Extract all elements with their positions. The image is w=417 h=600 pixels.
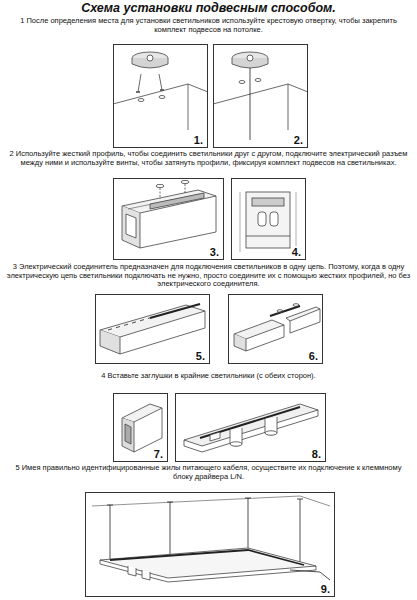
illustration-panel: 4. [231,178,306,260]
step-text: 1 После определения места для установки … [6,17,411,34]
callout-number: 3. [209,246,220,258]
illustration-panel: 2. [213,44,308,148]
illustration-panel: 7. [113,393,168,462]
illustration-panel: 1. [113,44,208,148]
callout-number: 7. [153,448,164,460]
illustration-panel: 6. [228,294,323,364]
two-lamps-joined [234,304,320,351]
illustration-panel: 5. [95,294,210,364]
ceiling-canopy-cable [213,52,308,140]
illustration-panel: 9. [85,492,335,597]
callout-number: 5. [195,350,206,362]
lamp-end-view [240,192,296,252]
callout-number: 1. [193,134,204,146]
illustration-panel: 3. [113,178,224,260]
step-text: 2 Используйте жесткий профиль, чтобы сое… [6,150,411,167]
callout-number: 2. [293,134,304,146]
suspended-installation [92,496,330,582]
page-title: Схема установки подвесным способом. [0,1,417,15]
callout-number: 8. [311,448,322,460]
end-cap [122,404,162,452]
illustration-panel: 8. [175,393,326,462]
step-text: 4 Вставьте заглушки в крайние светильник… [6,372,411,381]
ceiling-mount-screws [113,52,208,130]
profile-connection [122,180,216,248]
callout-number: 9. [320,583,331,595]
track-with-spots [184,404,318,452]
lamp-with-connector [100,304,205,354]
callout-number: 6. [308,350,319,362]
step-text: 5 Имея правильно идентифицированные жилы… [6,464,411,481]
callout-number: 4. [291,246,302,258]
step-text: 3 Электрический соединитель предназначен… [6,263,411,289]
